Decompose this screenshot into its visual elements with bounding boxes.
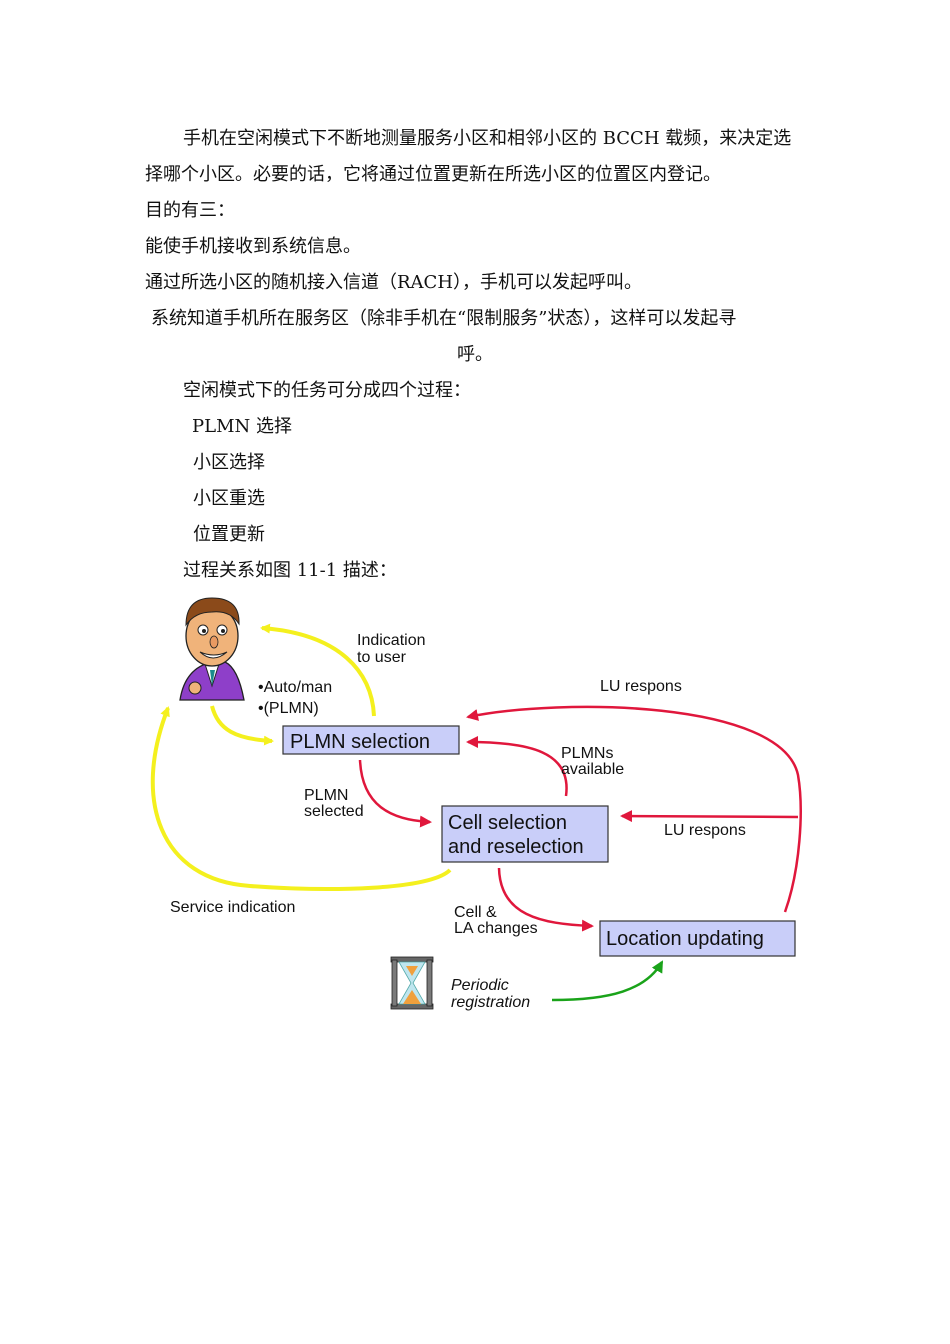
user-to-plmn-arrow xyxy=(210,705,274,746)
purpose-item-2: 通过所选小区的随机接入信道（RACH），手机可以发起呼叫。 xyxy=(145,272,643,293)
service-indication-label: Service indication xyxy=(170,899,295,916)
location-updating-box: Location updating xyxy=(599,920,796,957)
task-item-cell-reselection: 小区重选 xyxy=(193,488,265,509)
auto-man-label: •Auto/man xyxy=(258,679,332,696)
indication-label-2: to user xyxy=(357,649,407,666)
plmn-selected-label-1: PLMN xyxy=(304,787,348,804)
lu-respons-top-arrow xyxy=(466,705,802,913)
tasks-intro: 空闲模式下的任务可分成四个过程： xyxy=(183,380,471,401)
indication-to-user-arrow xyxy=(260,623,376,717)
task-item-location-update: 位置更新 xyxy=(193,524,265,545)
hourglass-icon xyxy=(390,956,434,1010)
task-item-plmn: PLMN 选择 xyxy=(192,416,292,437)
paragraph-line-1: 手机在空闲模式下不断地测量服务小区和相邻小区的 BCCH 载频，来决定选 xyxy=(183,128,792,149)
purpose-heading: 目的有三： xyxy=(145,200,235,221)
lu-respons-mid-arrow xyxy=(620,810,799,823)
plmns-available-label-2: available xyxy=(561,761,624,778)
service-indication-arrow xyxy=(150,706,452,891)
task-item-cell-selection: 小区选择 xyxy=(193,452,265,473)
cell-selection-box: Cell selection and reselection xyxy=(441,805,609,863)
plmns-available-arrow xyxy=(466,736,568,797)
cell-la-changes-label-1: Cell & xyxy=(454,904,497,921)
lu-respons-mid-label: LU respons xyxy=(664,822,746,839)
periodic-registration-arrow xyxy=(551,960,664,1002)
user-cartoon-icon xyxy=(179,597,245,701)
cell-selection-label-2: and reselection xyxy=(448,836,584,858)
purpose-item-3: 系统知道手机所在服务区（除非手机在“限制服务”状态），这样可以发起寻 xyxy=(151,308,737,329)
plmns-available-label-1: PLMNs xyxy=(561,745,613,762)
paragraph-line-2: 择哪个小区。必要的话，它将通过位置更新在所选小区的位置区内登记。 xyxy=(145,164,721,185)
plmn-selection-box: PLMN selection xyxy=(282,725,460,755)
periodic-label-1: Periodic xyxy=(451,977,509,994)
location-updating-label: Location updating xyxy=(606,928,764,950)
cell-la-changes-arrow xyxy=(497,867,594,932)
figure-caption: 过程关系如图 11-1 描述： xyxy=(183,560,397,581)
cell-selection-label-1: Cell selection xyxy=(448,812,567,834)
plmn-paren-label: •(PLMN) xyxy=(258,700,319,717)
plmn-selected-arrow xyxy=(358,759,432,828)
periodic-label-2: registration xyxy=(451,994,530,1011)
indication-label-1: Indication xyxy=(357,632,426,649)
plmn-selection-label: PLMN selection xyxy=(290,731,430,753)
purpose-item-3-cont: 呼。 xyxy=(457,344,493,365)
purpose-item-1: 能使手机接收到系统信息。 xyxy=(145,236,361,257)
plmn-selected-label-2: selected xyxy=(304,803,364,820)
cell-la-changes-label-2: LA changes xyxy=(454,920,538,937)
lu-respons-top-label: LU respons xyxy=(600,678,682,695)
